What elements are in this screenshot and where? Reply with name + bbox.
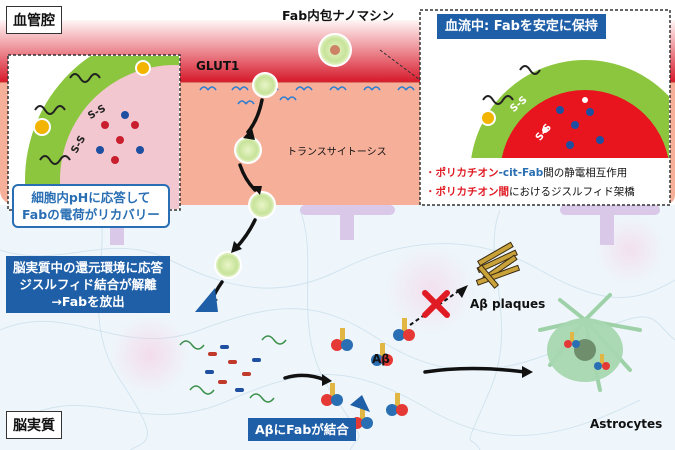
pink-glow bbox=[110, 315, 190, 395]
ab-fab-binding-label: AβにFabが結合 bbox=[248, 418, 356, 441]
bullet1-cit-fab: -cit-Fab bbox=[499, 167, 544, 179]
glut1-label: GLUT1 bbox=[196, 60, 239, 72]
blood-stability-title: 血流中: Fabを安定に保持 bbox=[437, 14, 606, 39]
reduction-line3: →Fabを放出 bbox=[13, 293, 163, 310]
nanomachine-label: Fab内包ナノマシン bbox=[282, 10, 394, 23]
blood-vessel-label: 血管腔 bbox=[6, 6, 62, 34]
bullet-disulfide: ・ポリカチオン間におけるジスルフィド架橋 bbox=[425, 184, 635, 199]
ab-label: Aβ bbox=[372, 353, 390, 365]
bullet2-rest: におけるジスルフィド架橋 bbox=[509, 186, 635, 198]
bullet-electrostatic: ・ポリカチオン-cit-Fab間の静電相互作用 bbox=[425, 165, 627, 180]
bullet1-polycation: ポリカチオン bbox=[436, 167, 499, 179]
astrocytes-label: Astrocytes bbox=[590, 418, 662, 430]
brain-parenchyma-label: 脳実質 bbox=[6, 411, 62, 439]
ph-response-callout: 細胞内pHに応答して Fabの電荷がリカバリー bbox=[12, 184, 170, 228]
bullet2-polycation: ポリカチオン間 bbox=[436, 186, 510, 198]
reduction-release-box: 脳実質中の還元環境に応答 ジスルフィド結合が解離 →Fabを放出 bbox=[6, 256, 170, 313]
bullet1-rest: 間の静電相互作用 bbox=[543, 167, 627, 179]
reduction-line1: 脳実質中の還元環境に応答 bbox=[13, 259, 163, 276]
ph-callout-line2: Fabの電荷がリカバリー bbox=[22, 206, 160, 223]
ab-plaques-label: Aβ plaques bbox=[470, 298, 545, 310]
reduction-line2: ジスルフィド結合が解離 bbox=[13, 276, 163, 293]
ph-callout-line1: 細胞内pHに応答して bbox=[22, 189, 160, 206]
transcytosis-label: トランスサイトーシス bbox=[287, 148, 387, 158]
